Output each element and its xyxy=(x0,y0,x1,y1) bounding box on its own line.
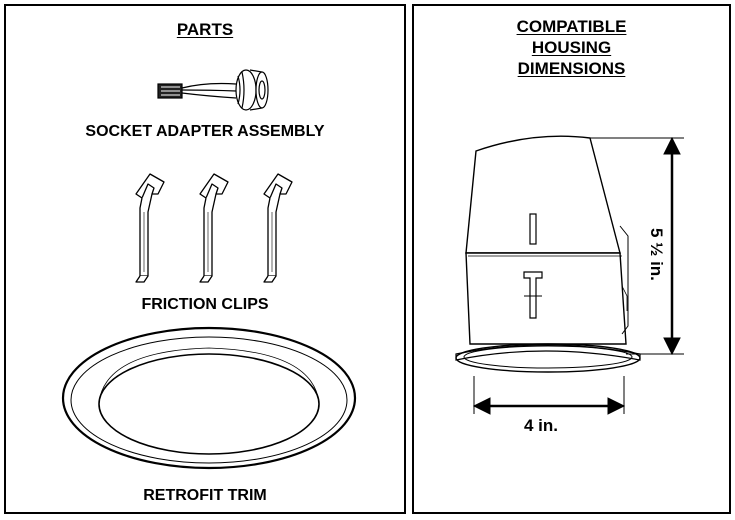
retrofit-trim-icon xyxy=(61,326,357,470)
housing-panel: COMPATIBLE HOUSING DIMENSIONS xyxy=(412,4,731,514)
recessed-housing-icon xyxy=(455,135,641,373)
height-dimension-line xyxy=(590,136,684,356)
height-label: 5 ½ in. xyxy=(647,228,666,281)
housing-heading-line-3: DIMENSIONS xyxy=(517,59,626,78)
housing-illustration xyxy=(455,135,684,415)
housing-heading: COMPATIBLE HOUSING DIMENSIONS xyxy=(414,16,729,79)
retrofit-trim-label: RETROFIT TRIM xyxy=(143,487,267,504)
socket-adapter-label: SOCKET ADAPTER ASSEMBLY xyxy=(85,123,325,140)
friction-clips-label: FRICTION CLIPS xyxy=(141,296,269,313)
width-label: 4 in. xyxy=(524,416,559,435)
housing-heading-line-2: HOUSING xyxy=(531,38,612,57)
housing-heading-line-1: COMPATIBLE xyxy=(516,17,627,36)
socket-adapter-icon xyxy=(157,69,269,111)
parts-heading: PARTS xyxy=(176,20,234,39)
friction-clip-icon xyxy=(135,173,293,283)
width-dimension-line xyxy=(472,376,626,415)
parts-panel: PARTS xyxy=(4,4,406,514)
parts-illustrations xyxy=(61,69,357,470)
